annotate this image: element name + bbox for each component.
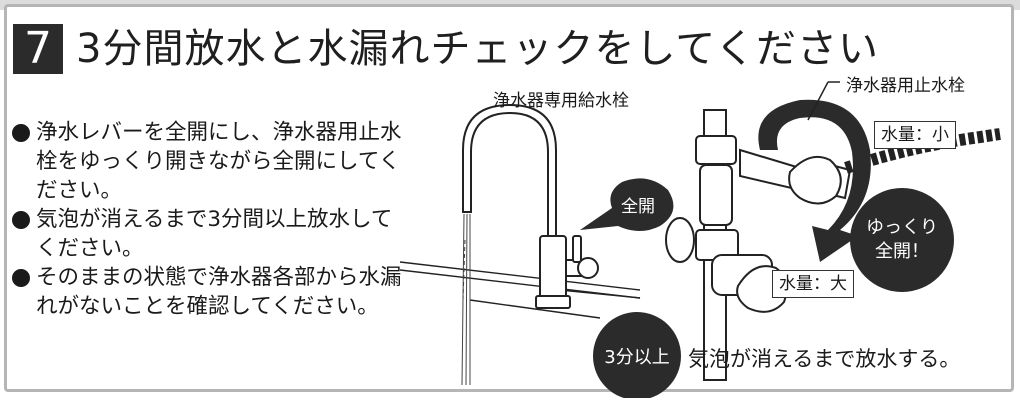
instruction-item: 気泡が消えるまで3分間以上放水してください。 — [10, 205, 410, 263]
instruction-text: そのままの状態で浄水器各部から水漏れがないことを確認してください。 — [36, 265, 402, 319]
slow-open-badge-icon — [850, 188, 954, 292]
valve-label: 浄水器用止水栓 — [846, 76, 965, 96]
slow-open-badge: ゆっくり 全開！ — [850, 188, 954, 292]
instruction-text: 浄水レバーを全開にし、浄水器用止水栓をゆっくり開きながら全開にしてください。 — [36, 120, 402, 203]
instruction-list: 浄水レバーを全開にし、浄水器用止水栓をゆっくり開きながら全開にしてください。 気… — [10, 118, 410, 321]
instruction-text: 気泡が消えるまで3分間以上放水してください。 — [36, 207, 393, 261]
bullet-icon — [12, 269, 30, 287]
countertop-lines-icon — [399, 261, 641, 319]
faucet-label: 浄水器専用給水栓 — [493, 91, 629, 111]
bullet-icon — [12, 124, 30, 142]
step-number-badge: 7 — [13, 24, 63, 74]
faucet-icon — [462, 103, 599, 309]
flow-large-label: 水量：大 — [772, 270, 854, 298]
slow-open-line-1: ゆっくり — [866, 217, 938, 238]
rotation-arrow-icon — [758, 99, 871, 262]
step-title: 3分間放水と水漏れチェックをしてください — [76, 26, 880, 72]
valve-knob-icon — [788, 156, 842, 205]
slow-open-line-2: 全開！ — [875, 241, 929, 262]
duration-note: 気泡が消えるまで放水する。 — [688, 347, 961, 371]
bullet-icon — [12, 211, 30, 229]
instruction-item: そのままの状態で浄水器各部から水漏れがないことを確認してください。 — [10, 263, 410, 321]
flow-small-label: 水量：小 — [874, 121, 956, 149]
full-open-badge: 全開 — [621, 196, 655, 217]
duration-badge: 3分以上 — [604, 347, 670, 368]
duration-badge-icon — [593, 312, 681, 398]
water-stream-icon — [461, 213, 471, 386]
instruction-item: 浄水レバーを全開にし、浄水器用止水栓をゆっくり開きながら全開にしてください。 — [10, 118, 410, 205]
full-open-bubble-icon — [580, 178, 674, 231]
